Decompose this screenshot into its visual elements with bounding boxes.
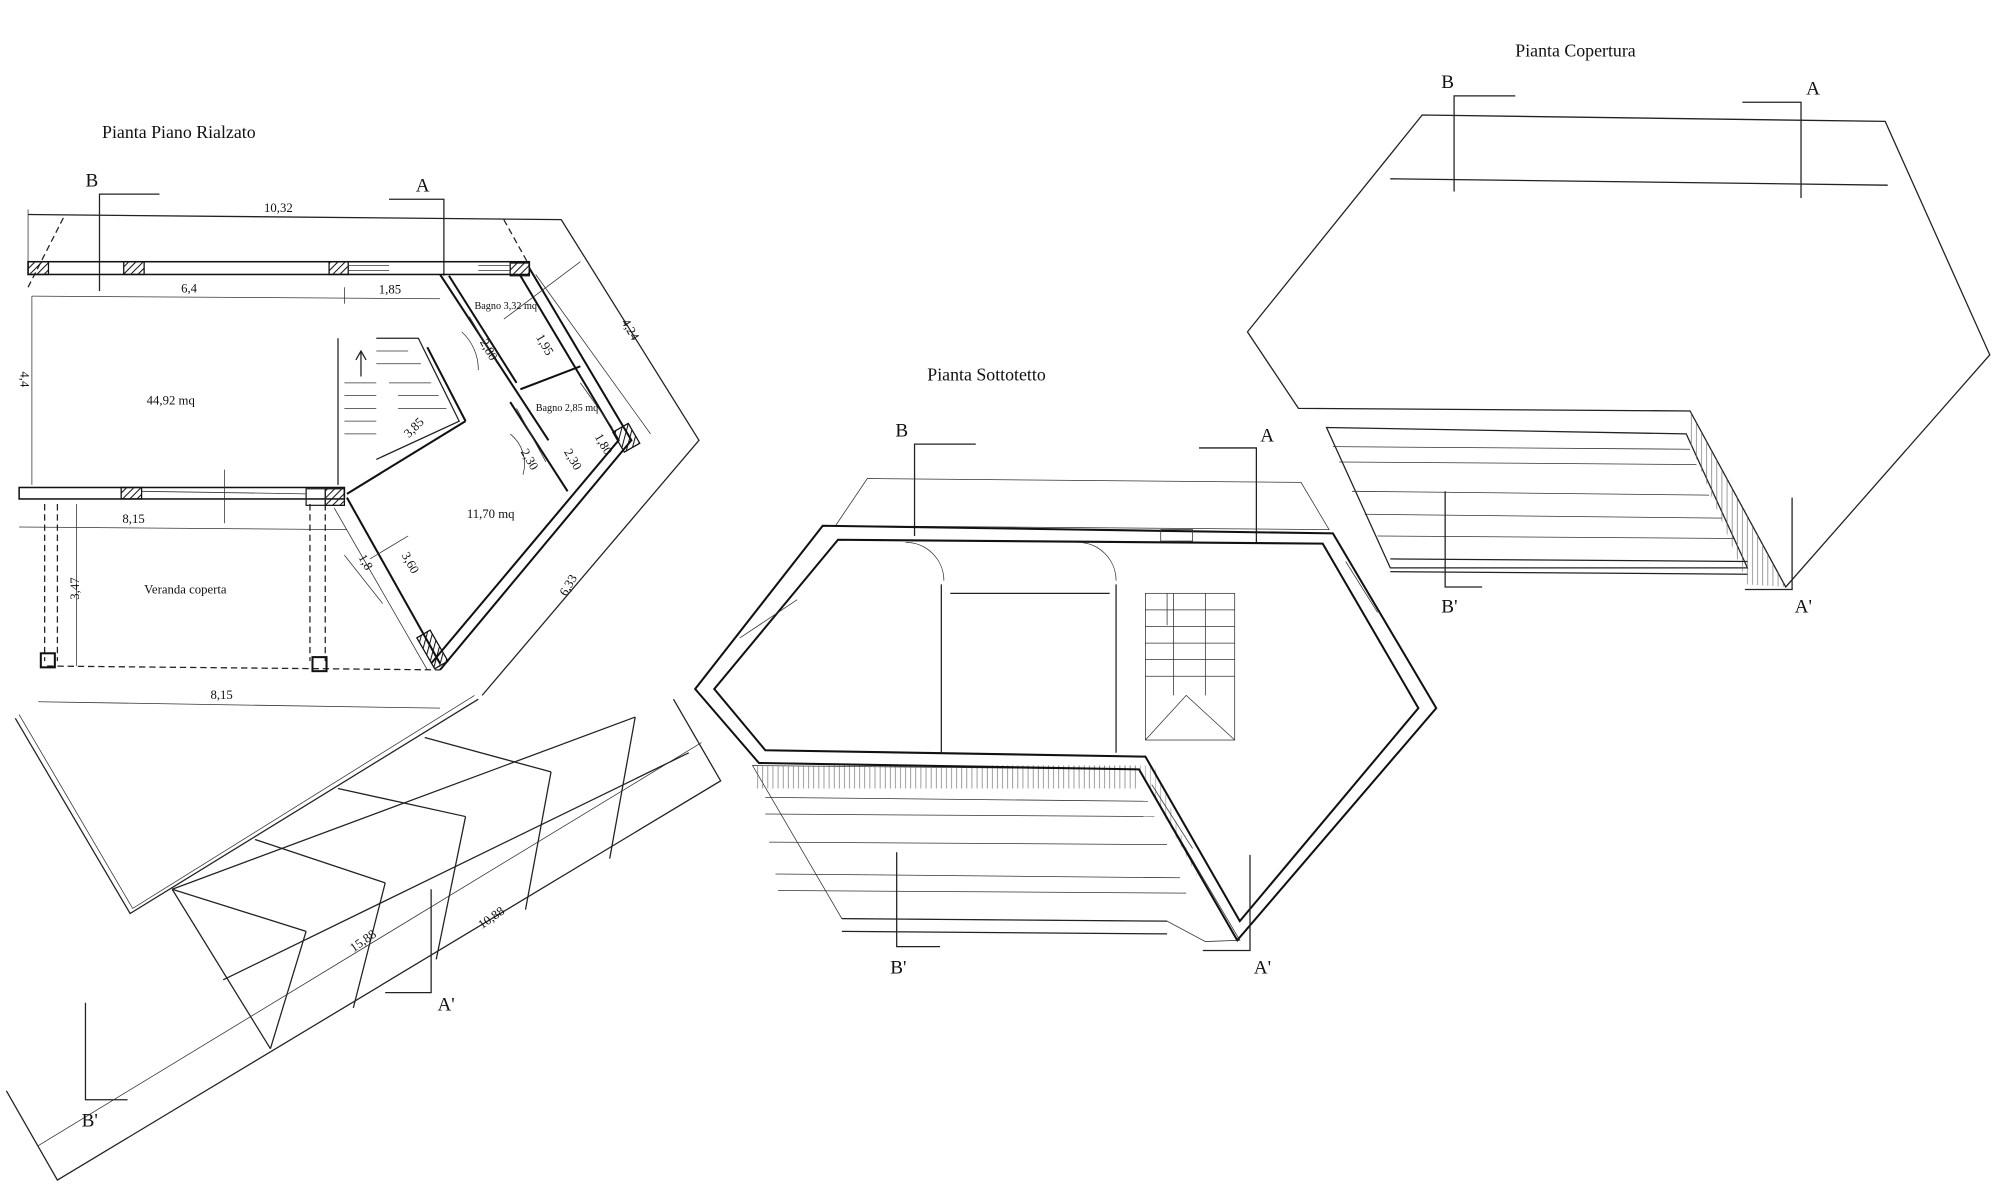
dim-bagno1-h: 1,95 <box>533 331 556 357</box>
plan-copertura: Pianta Copertura B A B' A' <box>1246 40 1991 617</box>
section-marker-b: B <box>1441 72 1516 192</box>
section-label: A <box>1806 79 1820 100</box>
stairs <box>1145 592 1236 741</box>
room-label-living: 44,92 mq <box>147 394 196 408</box>
section-label: B <box>1441 72 1454 93</box>
section-label-a-prime: A' <box>1795 596 1812 617</box>
dim-left-height: 4,4 <box>17 371 31 388</box>
dim-top-right: 1,85 <box>379 283 401 297</box>
section-label-a-prime: A' <box>1254 957 1271 978</box>
roof-strip: 15,88 10,88 A' B' <box>5 695 722 1181</box>
section-label-b-prime: B' <box>1441 596 1457 617</box>
section-label: B <box>895 420 908 441</box>
section-label-b-prime: B' <box>82 1111 98 1132</box>
dim-veranda-bottom: 8,15 <box>210 688 232 702</box>
dim-top-total: 10,32 <box>264 201 293 215</box>
section-label-a-prime: A' <box>438 994 455 1015</box>
plan-sottotetto: Pianta Sottotetto B A <box>693 364 1438 978</box>
section-label: A <box>1260 426 1274 447</box>
section-marker-b: B <box>85 170 160 292</box>
room-label-bagno2: Bagno 2,85 mq <box>536 403 599 414</box>
section-label-b-prime: B' <box>890 957 906 978</box>
section-marker-a: A <box>1198 426 1274 543</box>
dim-bagno2-h: 2,30 <box>561 446 584 472</box>
plan-title: Pianta Piano Rialzato <box>102 122 256 142</box>
section-label: A <box>416 176 430 197</box>
room-label-room: 11,70 mq <box>467 507 515 521</box>
room-label-veranda: Veranda coperta <box>144 582 227 596</box>
eave-outline <box>28 213 700 696</box>
dim-bagno1-w: 2,80 <box>477 337 500 363</box>
dim-roof-short: 10,88 <box>476 904 508 932</box>
section-label: B <box>85 170 98 191</box>
dim-stair: 3,85 <box>401 415 427 441</box>
dim-top-left: 6,4 <box>181 281 198 295</box>
dim-roof-long: 15,88 <box>347 927 379 955</box>
dim-bagno2-w: 1,80 <box>592 431 615 457</box>
plan-piano-rialzato: Pianta Piano Rialzato B A 10,32 6,4 1,85… <box>5 122 722 1181</box>
dim-window: 1,8 <box>356 552 376 573</box>
dim-corridor: 2,30 <box>518 446 541 472</box>
dim-veranda-height: 3,47 <box>68 577 82 599</box>
plan-title: Pianta Sottotetto <box>927 364 1046 384</box>
section-marker-a: A <box>1742 79 1820 198</box>
stairs: 3,85 <box>337 337 467 495</box>
section-marker-a: A <box>389 176 445 276</box>
dim-veranda-top: 8,15 <box>122 512 144 526</box>
dim-room-side: 3,60 <box>399 550 422 576</box>
section-marker-b: B <box>895 420 976 536</box>
plan-title: Pianta Copertura <box>1515 40 1635 60</box>
dim-side-right: 4,24 <box>619 316 643 343</box>
room-label-bagno1: Bagno 3,32 mq <box>474 301 537 312</box>
